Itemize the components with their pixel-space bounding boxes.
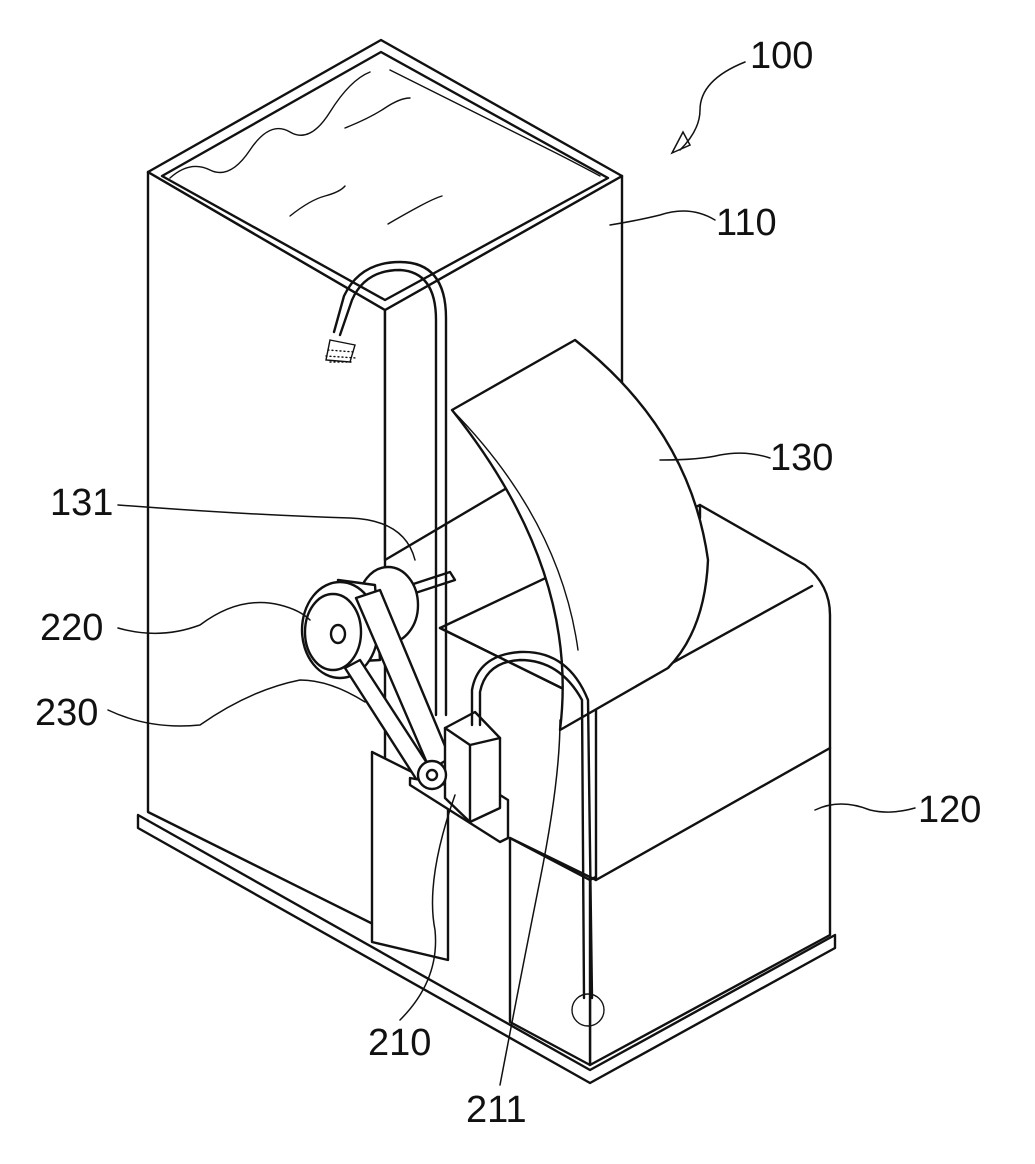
spray-pipe [325, 260, 448, 717]
reference-labels: 100 110 130 131 220 230 120 210 211 [35, 35, 981, 1131]
pulley-assembly [300, 565, 457, 787]
label-230: 230 [35, 692, 98, 734]
leader-lines [107, 61, 916, 1086]
label-220: 220 [40, 607, 103, 649]
label-110: 110 [716, 202, 777, 244]
label-211: 211 [466, 1089, 527, 1131]
water-tank [146, 38, 624, 932]
label-120: 120 [918, 789, 981, 831]
inlet-pipe [470, 650, 605, 1027]
label-131: 131 [50, 482, 113, 524]
base-plate [136, 813, 837, 1085]
label-100: 100 [750, 35, 813, 77]
label-130: 130 [770, 437, 833, 479]
spray-droplets [325, 349, 357, 363]
pump [408, 710, 510, 844]
label-210: 210 [368, 1022, 431, 1064]
lower-housing [438, 503, 832, 1067]
drum [450, 338, 710, 732]
